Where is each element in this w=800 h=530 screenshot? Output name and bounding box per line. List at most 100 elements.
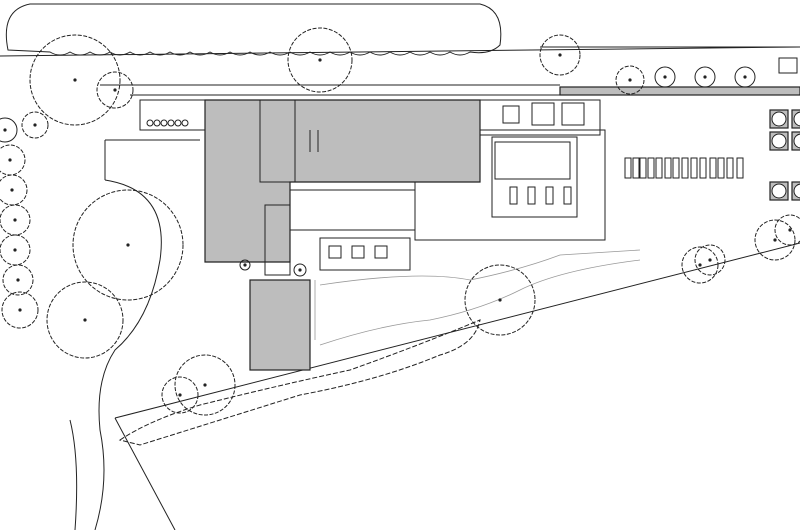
parking-stall — [624, 157, 632, 179]
tree-trunk — [743, 75, 747, 79]
east-terrace — [414, 129, 606, 241]
tree-trunk — [13, 218, 17, 222]
tree-canopy — [72, 189, 184, 301]
parking-stall — [639, 157, 647, 179]
sun-lounger — [563, 186, 572, 205]
tree-canopy — [174, 354, 236, 416]
parking-stall — [632, 157, 640, 179]
tree-trunk — [83, 318, 87, 322]
parking-stall — [672, 157, 680, 179]
tree-trunk — [298, 268, 302, 272]
parking-stall — [717, 157, 725, 179]
tree-trunk — [243, 263, 247, 267]
tree-trunk — [703, 75, 707, 79]
tree-trunk — [3, 128, 7, 132]
bin-store — [778, 57, 798, 74]
planter-box — [328, 245, 342, 259]
garden-path — [319, 249, 641, 286]
planter-box — [374, 245, 388, 259]
parking-stall — [664, 157, 672, 179]
tree-canopy — [2, 264, 34, 296]
north-boundary-line — [0, 46, 800, 57]
west-boundary-line — [114, 417, 176, 530]
roof-skylight — [259, 99, 296, 183]
tree-canopy — [615, 65, 645, 95]
tree-canopy — [0, 117, 18, 143]
planters — [769, 109, 800, 201]
lounge-sofa-2 — [561, 102, 585, 126]
tree-canopy — [161, 376, 199, 414]
tree-canopy — [96, 71, 134, 109]
tree-canopy — [694, 66, 716, 88]
tree-canopy — [1, 291, 39, 329]
planter-tree — [771, 133, 787, 149]
parking-stall — [726, 157, 734, 179]
parking-stall — [709, 157, 717, 179]
tree-trunk — [18, 308, 22, 312]
hedge-planters — [146, 119, 388, 259]
driveway — [94, 179, 162, 530]
parking-stalls — [624, 157, 744, 179]
garden-path-2 — [319, 259, 641, 346]
dining-table — [502, 105, 520, 124]
tree-canopy — [681, 246, 719, 284]
tree-trunk — [73, 78, 77, 82]
tree-trunk — [13, 248, 17, 252]
trees — [0, 27, 800, 446]
shrub — [174, 119, 182, 127]
tree-canopy — [654, 66, 676, 88]
shrub — [146, 119, 154, 127]
tree-canopy — [21, 111, 49, 139]
planter-tree — [793, 111, 800, 127]
tree-trunk — [318, 58, 322, 62]
tree-trunk — [33, 123, 37, 127]
tree-trunk — [708, 258, 712, 262]
shrub — [160, 119, 168, 127]
parking-stall — [699, 157, 707, 179]
tree-canopy — [46, 281, 124, 359]
sun-lounger — [509, 186, 518, 205]
tree-trunk — [126, 243, 130, 247]
tree-trunk — [113, 88, 117, 92]
tree-trunk — [663, 75, 667, 79]
top-hedge — [5, 3, 502, 56]
tree-canopy — [774, 214, 800, 246]
tree-trunk — [628, 78, 632, 82]
tree-canopy — [464, 264, 536, 336]
tree-canopy — [0, 144, 26, 176]
tree-trunk — [8, 158, 12, 162]
tree-canopy — [754, 219, 796, 261]
pool-deck — [491, 136, 578, 218]
planter-tree — [771, 111, 787, 127]
tree-trunk — [788, 228, 792, 232]
parking-stall — [690, 157, 698, 179]
sun-lounger — [545, 186, 554, 205]
pool — [494, 141, 571, 180]
south-hedge — [118, 319, 481, 446]
parking-stall — [647, 157, 655, 179]
parking-stall — [736, 157, 744, 179]
tree-canopy — [29, 34, 121, 126]
tree-trunk — [203, 383, 207, 387]
shrub — [167, 119, 175, 127]
sun-lounger — [527, 186, 536, 205]
tree-canopy — [287, 27, 353, 93]
tree-trunk — [16, 278, 20, 282]
planter-tree — [771, 183, 787, 199]
planter-tree — [793, 133, 800, 149]
parking-stall — [681, 157, 689, 179]
terrace-step — [289, 189, 416, 231]
planter-tree — [793, 183, 800, 199]
tree-canopy — [539, 34, 581, 76]
shrub — [153, 119, 161, 127]
tree-canopy — [239, 259, 251, 271]
south-patio — [249, 279, 311, 371]
south-boundary-line — [114, 242, 800, 419]
tree-trunk — [773, 238, 777, 242]
stair — [264, 204, 291, 276]
driveway-edge — [69, 139, 200, 530]
planter-terrace — [319, 237, 411, 271]
lounge-sofa — [531, 102, 555, 126]
tree-canopy — [734, 66, 756, 88]
